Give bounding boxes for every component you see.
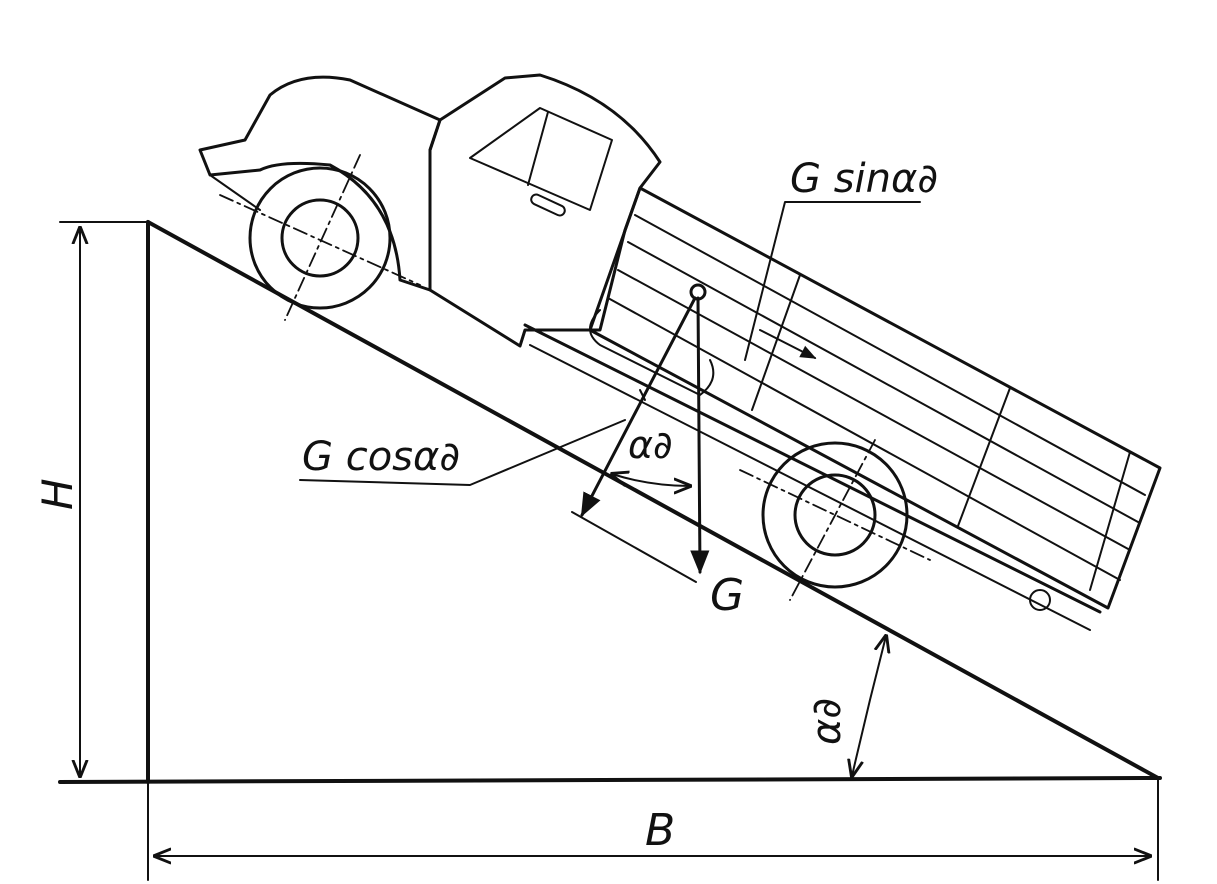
bed-slat-2 bbox=[627, 241, 1139, 523]
truck-drawing bbox=[198, 73, 1162, 631]
height-dimension bbox=[59, 221, 149, 776]
window-divider bbox=[527, 111, 549, 186]
front-bumper bbox=[209, 174, 261, 211]
spare-wheel bbox=[589, 309, 715, 396]
height-label: H bbox=[33, 478, 82, 510]
incline-triangle bbox=[58, 220, 1162, 784]
g-cos-label: G cosα∂ bbox=[302, 434, 460, 480]
bed-post-2 bbox=[957, 387, 1011, 527]
cargo-bed bbox=[588, 186, 1162, 610]
bed-slat-1 bbox=[634, 214, 1146, 496]
rear-wheel-tire bbox=[761, 441, 909, 589]
chassis-rail bbox=[523, 323, 1102, 614]
g-sin-leader bbox=[744, 201, 921, 361]
g-sin-label: G sinα∂ bbox=[790, 156, 938, 202]
weight-vector bbox=[690, 296, 710, 575]
tow-hook bbox=[1029, 589, 1051, 611]
parallel-component-vector bbox=[759, 329, 817, 359]
front-wheel-tire bbox=[248, 166, 392, 310]
weight-label: G bbox=[710, 570, 744, 621]
chassis-rail-lower bbox=[529, 344, 1091, 631]
incline-slope bbox=[146, 220, 1160, 780]
bed-post-1 bbox=[751, 274, 801, 411]
bed-slat-3 bbox=[617, 269, 1131, 551]
cab-window bbox=[469, 107, 613, 211]
parallelogram-edge-bottom bbox=[571, 511, 697, 583]
truck-hood bbox=[198, 75, 442, 292]
normal-component-vector bbox=[580, 296, 697, 518]
slope-angle-arc bbox=[852, 636, 886, 776]
vector-angle-label: α∂ bbox=[628, 423, 673, 467]
parallelogram-tick bbox=[639, 389, 646, 401]
rear-wheel-centerline bbox=[739, 469, 931, 561]
front-wheel-axis bbox=[284, 154, 361, 321]
incline-base bbox=[58, 776, 1162, 784]
force-vectors bbox=[299, 201, 921, 583]
slope-angle-label: α∂ bbox=[804, 698, 850, 745]
rear-wheel-axis bbox=[789, 439, 876, 601]
g-cos-leader bbox=[299, 419, 626, 486]
front-wheel-rim bbox=[280, 198, 360, 278]
base-dimension bbox=[147, 777, 1159, 881]
bed-post-3 bbox=[1089, 451, 1131, 591]
rear-wheel-rim bbox=[793, 473, 877, 557]
base-label: B bbox=[645, 805, 675, 856]
bed-slat-4 bbox=[607, 297, 1121, 581]
door-handle bbox=[530, 193, 566, 217]
truck-cab bbox=[428, 73, 662, 348]
vector-angle-arc bbox=[612, 474, 690, 486]
front-wheel-centerline bbox=[219, 194, 421, 286]
